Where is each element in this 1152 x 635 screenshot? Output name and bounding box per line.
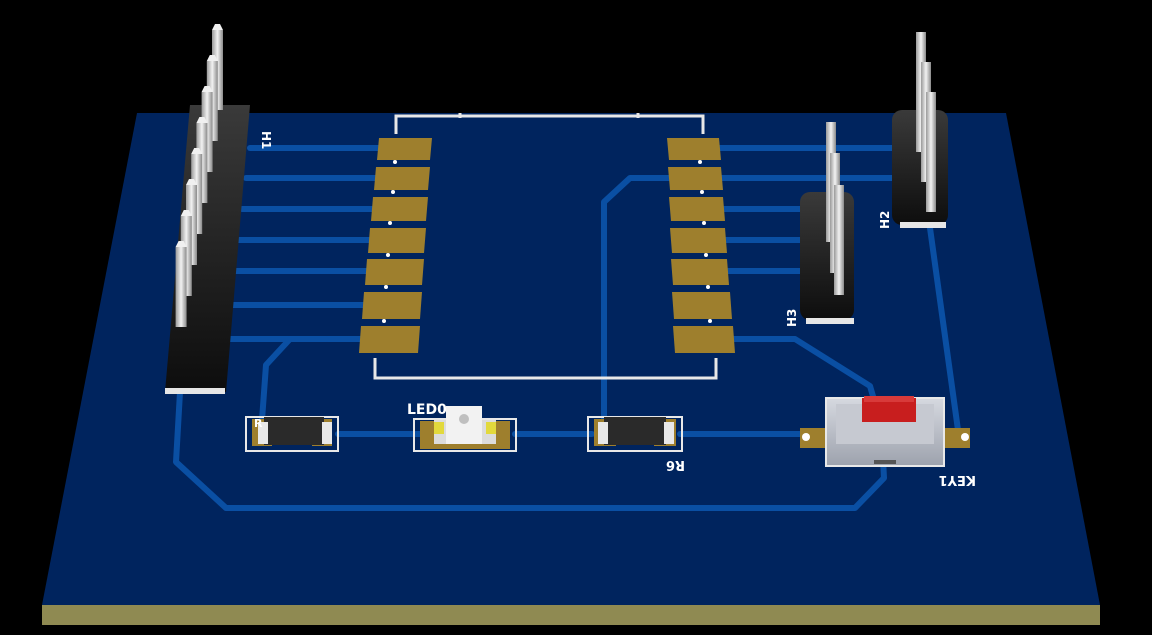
header-h1-pin-tip	[212, 24, 223, 30]
header-h1-pin-tip	[186, 179, 197, 185]
copper-traces	[173, 145, 961, 511]
pad-right-3	[669, 197, 725, 221]
pad-left-6	[362, 292, 422, 319]
pad-right-7	[673, 326, 735, 353]
label-resistor-left: R	[254, 417, 263, 430]
module-footprint	[373, 113, 718, 380]
label-h1: H1	[259, 131, 273, 149]
board-edge	[42, 605, 1100, 625]
pad-right-6	[672, 292, 732, 319]
header-h1-pin-tip	[191, 148, 203, 154]
pad-left-1	[377, 138, 432, 160]
label-led0: LED0	[407, 402, 447, 418]
label-r6: R6	[666, 457, 685, 472]
pad-right-2	[668, 167, 723, 190]
pad-left-2	[374, 167, 430, 190]
pad-right-5	[671, 259, 729, 285]
resistor-r6	[587, 416, 683, 452]
header-h2	[892, 32, 948, 228]
header-h1	[165, 24, 250, 394]
resistor-left	[245, 416, 339, 452]
pad-left-3	[371, 197, 428, 221]
pad-left-4	[368, 228, 426, 253]
header-h1-pin	[175, 247, 187, 327]
led0	[413, 406, 517, 452]
module-pads	[359, 138, 735, 353]
pad-left-7	[359, 326, 420, 353]
header-h1-pin-tip	[196, 117, 208, 123]
label-h3: H3	[785, 309, 799, 327]
pad-right-1	[667, 138, 721, 160]
header-h1-pin-tip	[201, 86, 213, 92]
header-h1-pin-tip	[175, 241, 187, 247]
label-key1: KEY1	[939, 472, 976, 487]
pad-left-5	[365, 259, 424, 285]
header-h1-pin-tip	[180, 210, 192, 216]
label-h2: H2	[878, 211, 892, 229]
header-h1-pin-tip	[206, 55, 218, 61]
pad-right-4	[670, 228, 727, 253]
header-h3	[800, 122, 854, 324]
key1-switch	[800, 396, 970, 467]
